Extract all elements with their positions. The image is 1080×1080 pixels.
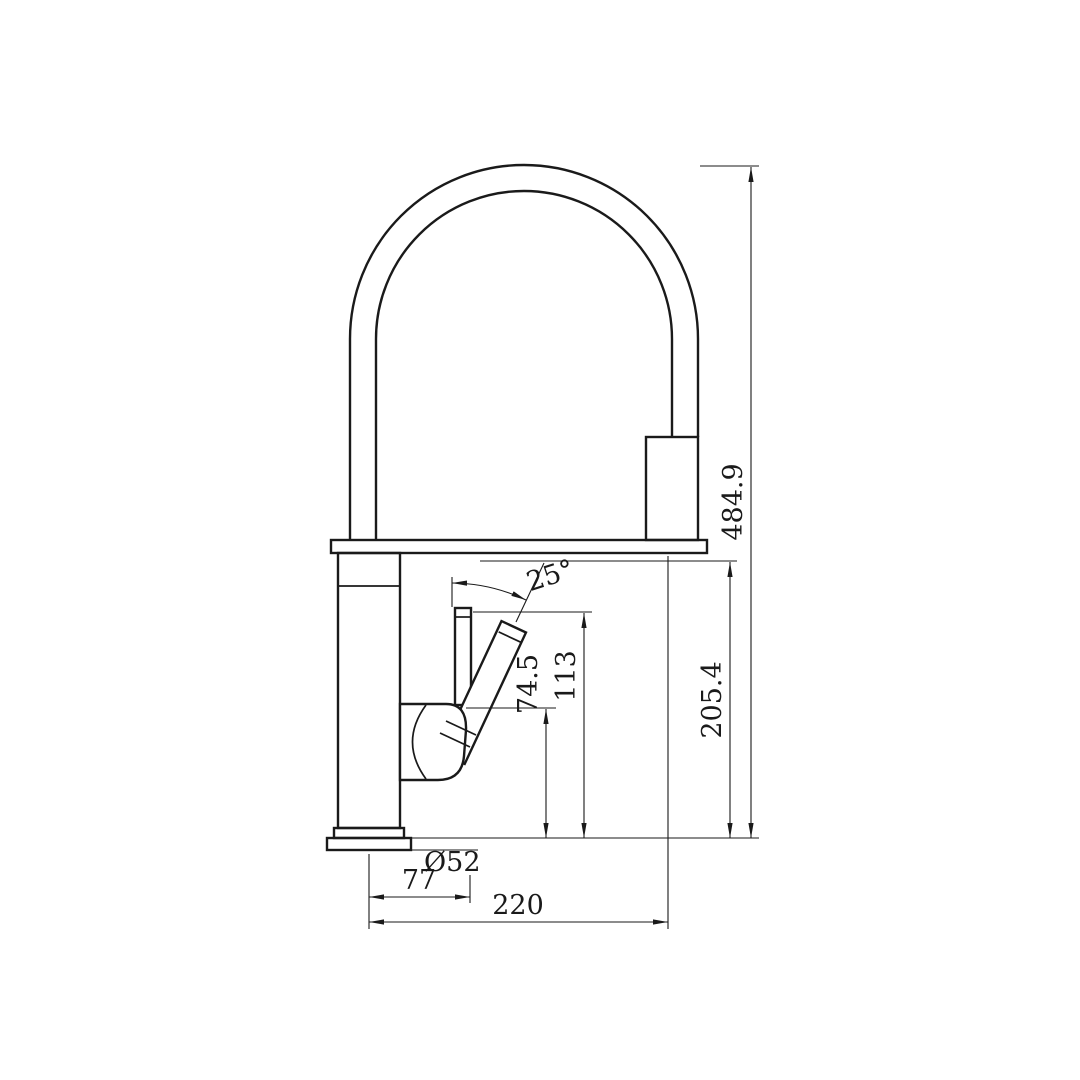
pivot-cut-line-2: [445, 720, 477, 736]
label-handle-height: 113: [551, 650, 582, 702]
dimension-lines: [369, 167, 754, 925]
label-lower-height: 205.4: [697, 661, 728, 738]
label-pivot-height: 74.5: [513, 654, 544, 714]
label-overall-height: 484.9: [718, 463, 749, 540]
extension-lines: [368, 165, 759, 929]
handle-lever-cap: [498, 631, 521, 643]
dimension-labels: 484.9 205.4 113 74.5 25° Ø52 77 220: [402, 463, 749, 921]
label-overall-width: 220: [492, 890, 544, 921]
label-base-diameter: Ø52: [424, 847, 481, 878]
pivot-dome-curve: [411, 704, 427, 780]
dim-arc-handle-angle: [451, 580, 527, 601]
pivot-cut-line-1: [439, 732, 471, 748]
gooseneck-spout-outer: [348, 163, 700, 540]
faucet-outline: [325, 163, 709, 852]
mounting-plate: [329, 538, 709, 555]
handle-pivot-housing: [398, 702, 468, 782]
base-plate: [325, 836, 413, 852]
label-base-width: 77: [402, 865, 436, 896]
ext-handle-axis: [515, 562, 545, 623]
gooseneck-spout-inner: [374, 189, 674, 540]
